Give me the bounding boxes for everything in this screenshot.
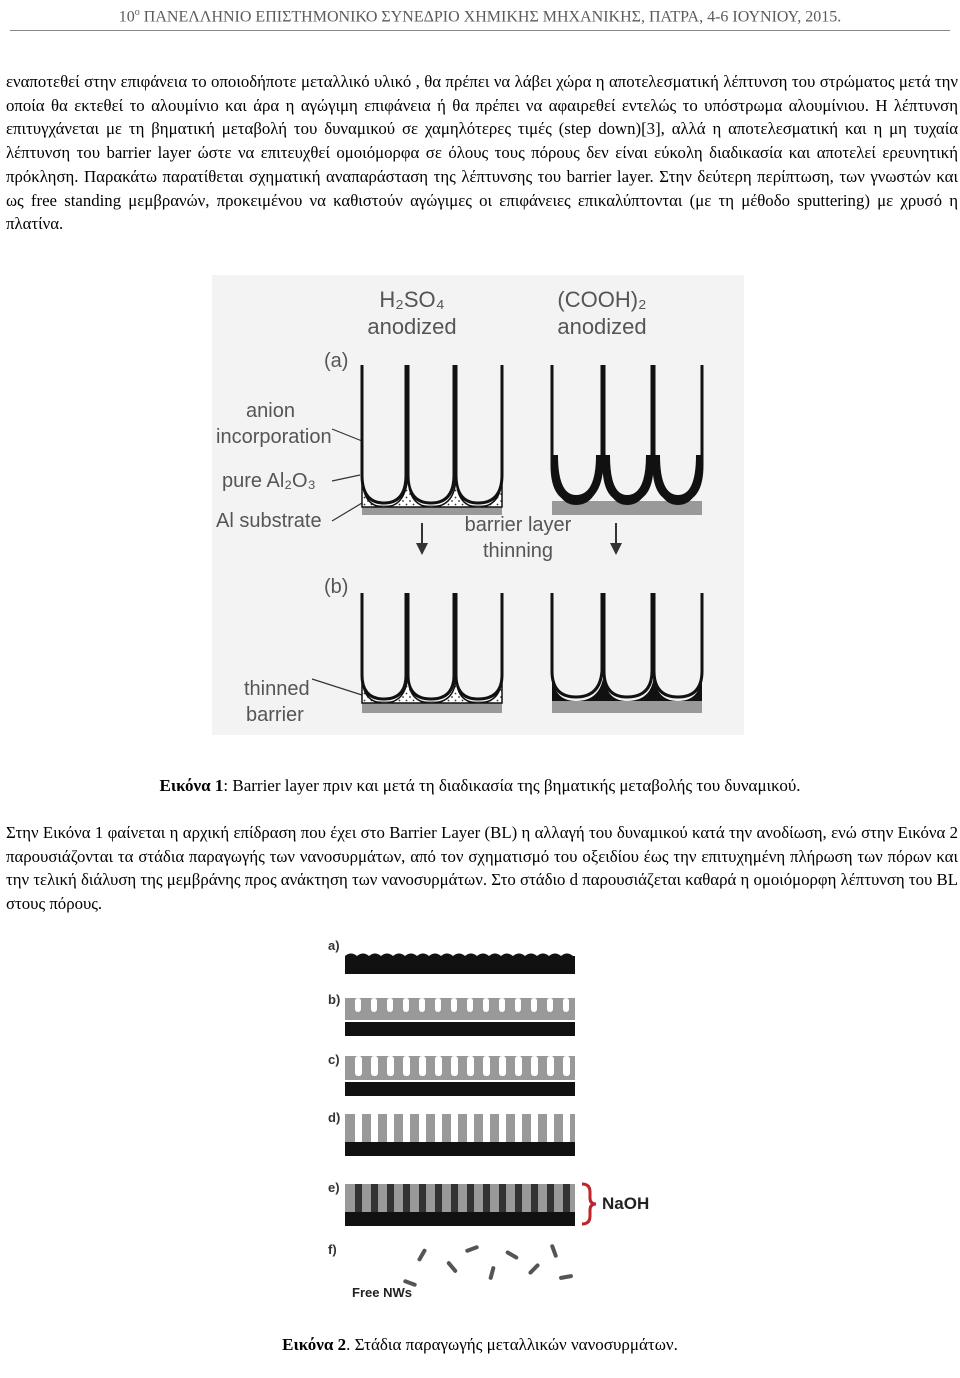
col2-sub: anodized <box>557 314 646 339</box>
pointer-substrate <box>331 502 363 522</box>
figure-1: H₂SO₄ anodized (COOH)₂ anodized (a) (b) … <box>212 275 744 735</box>
conference-title: ΠΑΝΕΛΛΗΝΙΟ ΕΠΙΣΤΗΜΟΝΙΚΟ ΣΥΝΕΔΡΙΟ ΧΗΜΙΚΗΣ… <box>143 8 842 26</box>
pores-a-h2so4 <box>360 365 504 515</box>
stage-d-template <box>345 1114 575 1156</box>
panel-b-label: (b) <box>324 576 348 598</box>
stage-e-label: e) <box>328 1180 340 1195</box>
stage-f-label: f) <box>328 1242 337 1257</box>
naoh-label: NaOH <box>602 1194 649 1213</box>
stage-a-label: a) <box>328 938 340 953</box>
caption-1: Εικόνα 1: Barrier layer πριν και μετά τη… <box>0 776 960 796</box>
caption-1-text: : Barrier layer πριν και μετά τη διαδικα… <box>223 776 801 795</box>
ordinal-mark: ο <box>134 7 140 18</box>
col1-label: H₂SO₄ <box>379 287 444 312</box>
pointer-pure <box>331 474 361 482</box>
pores-a-cooh <box>550 365 704 515</box>
caption-2-text: . Στάδια παραγωγής μεταλλικών νανοσυρμάτ… <box>346 1335 678 1354</box>
caption-1-label: Εικόνα 1 <box>159 776 224 795</box>
down-arrow-left <box>416 523 428 555</box>
pores-b-cooh <box>550 593 704 713</box>
barrier-layer-label: barrier layer <box>465 514 572 536</box>
stage-e-filled <box>345 1184 575 1226</box>
header-rule <box>10 30 950 32</box>
paragraph-1: εναποτεθεί στην επιφάνεια το οποιοδήποτε… <box>6 72 958 234</box>
stage-d-label: d) <box>328 1110 340 1125</box>
stage-c-label: c) <box>328 1052 340 1067</box>
pointer-anion <box>331 428 363 442</box>
paragraph-2: Στην Εικόνα 1 φαίνεται η αρχική επίδραση… <box>6 823 958 914</box>
incorporation-label: incorporation <box>216 426 332 448</box>
stage-b-label: b) <box>328 992 340 1007</box>
anion-label: anion <box>246 400 295 422</box>
pores-b-h2so4 <box>360 593 504 713</box>
figure-2: a) b) c) d) e) f) <box>300 930 680 1325</box>
conference-number: 10 <box>118 8 135 26</box>
col2-label: (COOH)₂ <box>557 287 646 312</box>
stage-b-template <box>345 998 575 1036</box>
down-arrow-right <box>610 523 622 555</box>
panel-a-label: (a) <box>324 350 348 372</box>
caption-2-label: Εικόνα 2 <box>282 1335 347 1354</box>
barrier-label: barrier <box>246 704 304 726</box>
thinned-label: thinned <box>244 678 310 700</box>
thinning-label: thinning <box>483 540 553 562</box>
pure-alumina-label: pure Al₂O₃ <box>222 470 316 492</box>
free-nws-label: Free NWs <box>352 1285 412 1300</box>
stage-a-substrate <box>345 953 575 974</box>
naoh-bracket <box>581 1182 597 1226</box>
col1-sub: anodized <box>367 314 456 339</box>
al-substrate-label: Al substrate <box>216 510 322 532</box>
pointer-thinned <box>311 678 363 696</box>
stage-c-template <box>345 1056 575 1096</box>
page-header: 10ο ΠΑΝΕΛΛΗΝΙΟ ΕΠΙΣΤΗΜΟΝΙΚΟ ΣΥΝΕΔΡΙΟ ΧΗΜ… <box>0 0 960 32</box>
caption-2: Εικόνα 2. Στάδια παραγωγής μεταλλικών να… <box>0 1335 960 1355</box>
stage-f-nanowires <box>403 1244 573 1287</box>
